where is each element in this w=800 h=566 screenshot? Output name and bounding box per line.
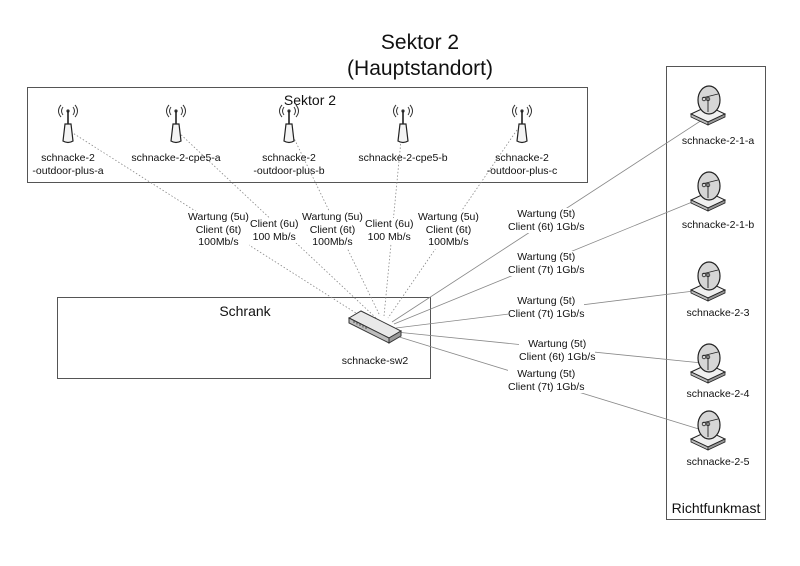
radio-2-3-label: schnacke-2-3 — [686, 307, 750, 319]
link-ap-c — [387, 129, 518, 319]
group-sektor-2-label: Sektor 2 — [283, 92, 337, 108]
ap-name-line: schnacke-2-cpe5-b — [358, 152, 448, 164]
ap-name-line: -outdoor-plus-c — [486, 164, 558, 177]
link-label-line: 100 Mb/s — [367, 230, 411, 243]
group-schrank-label: Schrank — [219, 303, 271, 319]
link-label-line: Client (7t) 1Gb/s — [508, 380, 585, 393]
ap-c-label: schnacke-2 -outdoor-plus-c — [487, 152, 558, 177]
link-label-line: 100Mb/s — [198, 236, 239, 248]
radio-2-4-label: schnacke-2-4 — [686, 388, 750, 400]
ap-name-line: schnacke-2 — [262, 152, 316, 164]
radio-dish-icon[interactable] — [688, 260, 728, 304]
link-label-line: Client (6u) — [250, 218, 299, 230]
link-label-line: Client (6t) — [425, 223, 472, 236]
link-label-line: Client (6t) 1Gb/s — [508, 220, 585, 233]
ap-a-link-label: Wartung (5u) Client (6t) 100Mb/s — [188, 211, 249, 249]
link-label-line: Client (6t) — [195, 223, 242, 236]
radio-2-1-a-link-label: Wartung (5t) Client (6t) 1Gb/s — [508, 208, 585, 233]
link-label-line: Client (6t) — [309, 223, 356, 236]
radio-dish-icon[interactable] — [688, 84, 728, 128]
link-label-line: 100Mb/s — [312, 236, 353, 248]
antenna-icon[interactable] — [510, 104, 534, 144]
ap-b-label: schnacke-2 -outdoor-plus-b — [253, 152, 324, 177]
link-ap-b — [289, 129, 381, 317]
group-richtfunkmast — [666, 66, 766, 520]
group-sektor-2 — [27, 87, 588, 183]
antenna-icon[interactable] — [277, 104, 301, 144]
ap-cpe5-a-link-label: Client (6u) 100 Mb/s — [250, 218, 299, 243]
radio-2-3-link-label: Wartung (5t) Client (7t) 1Gb/s — [508, 295, 585, 320]
radio-2-4-link-label: Wartung (5t) Client (6t) 1Gb/s — [519, 338, 596, 363]
ap-b-link-label: Wartung (5u) Client (6t) 100Mb/s — [302, 211, 363, 249]
radio-dish-icon[interactable] — [688, 409, 728, 453]
radio-dish-icon[interactable] — [688, 170, 728, 214]
group-schrank — [57, 297, 431, 379]
antenna-icon[interactable] — [391, 104, 415, 144]
ap-name-line: schnacke-2 — [495, 152, 549, 164]
radio-2-1-b-label: schnacke-2-1-b — [681, 219, 755, 231]
switch-label: schnacke-sw2 — [341, 355, 409, 367]
link-label-line: 100Mb/s — [428, 236, 469, 248]
link-label-line: Wartung (5t) — [517, 208, 576, 220]
link-label-line: Wartung (5t) — [528, 338, 587, 350]
radio-2-5-link-label: Wartung (5t) Client (7t) 1Gb/s — [508, 368, 585, 393]
link-label-line: 100 Mb/s — [252, 230, 296, 243]
ap-name-line: -outdoor-plus-b — [253, 164, 325, 177]
link-label-line: Wartung (5u) — [188, 211, 249, 223]
link-label-line: Client (6t) 1Gb/s — [519, 350, 596, 363]
link-label-line: Wartung (5t) — [517, 251, 576, 263]
link-label-line: Wartung (5u) — [302, 211, 363, 223]
link-label-line: Wartung (5t) — [517, 295, 576, 307]
link-label-line: Client (7t) 1Gb/s — [508, 307, 585, 320]
antenna-icon[interactable] — [164, 104, 188, 144]
ap-c-link-label: Wartung (5u) Client (6t) 100Mb/s — [418, 211, 479, 249]
antenna-icon[interactable] — [56, 104, 80, 144]
network-switch-icon[interactable] — [347, 308, 403, 344]
link-label-line: Client (7t) 1Gb/s — [508, 263, 585, 276]
ap-cpe5-b-link-label: Client (6u) 100 Mb/s — [365, 218, 414, 243]
radio-dish-icon[interactable] — [688, 342, 728, 386]
link-label-line: Client (6u) — [365, 218, 414, 230]
radio-2-1-a-label: schnacke-2-1-a — [681, 135, 755, 147]
ap-cpe5-a-label: schnacke-2-cpe5-a — [131, 152, 220, 165]
ap-cpe5-b-label: schnacke-2-cpe5-b — [358, 152, 447, 165]
link-label-line: Wartung (5t) — [517, 368, 576, 380]
ap-a-label: schnacke-2 -outdoor-plus-a — [32, 152, 103, 177]
ap-name-line: schnacke-2 — [41, 152, 95, 164]
ap-name-line: schnacke-2-cpe5-a — [131, 152, 221, 164]
link-label-line: Wartung (5u) — [418, 211, 479, 223]
radio-2-5-label: schnacke-2-5 — [686, 456, 750, 468]
diagram-title-line1: Sektor 2 — [380, 31, 460, 54]
diagram-title-line2: (Hauptstandort) — [347, 57, 493, 80]
ap-name-line: -outdoor-plus-a — [32, 164, 104, 177]
radio-2-1-b-link-label: Wartung (5t) Client (7t) 1Gb/s — [508, 251, 585, 276]
group-richtfunkmast-label: Richtfunkmast — [671, 500, 761, 516]
